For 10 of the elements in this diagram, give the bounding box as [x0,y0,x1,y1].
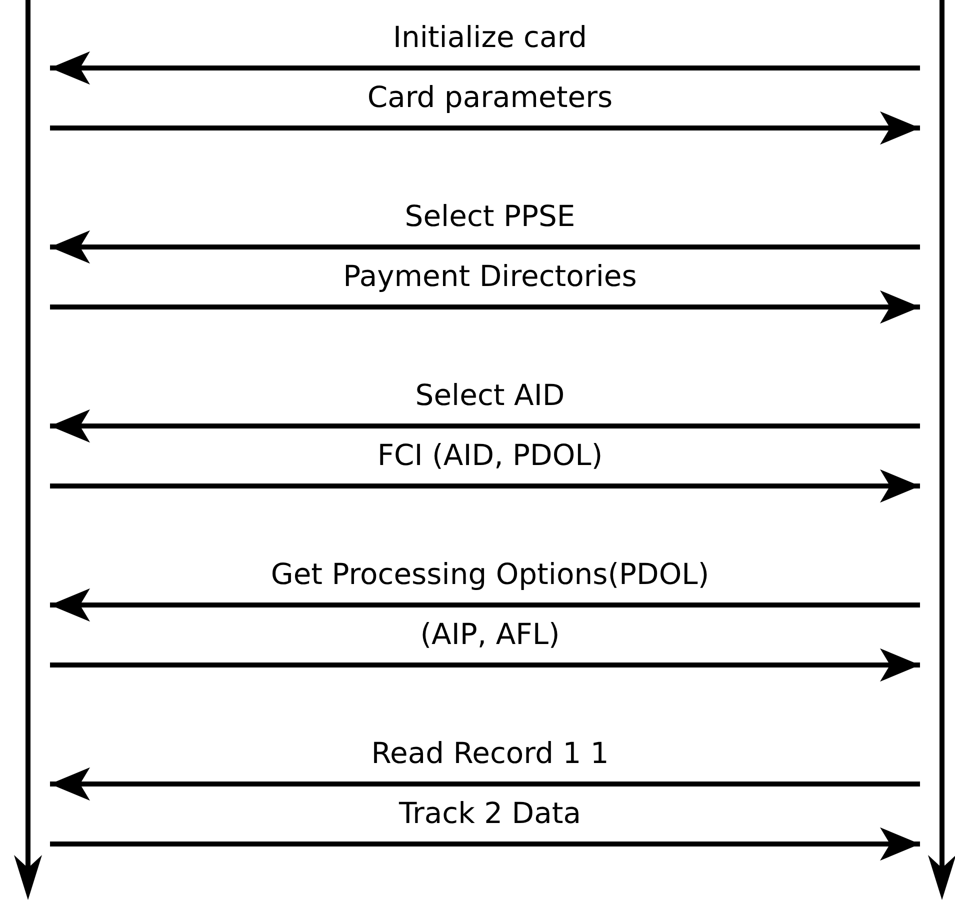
message-arrow [50,230,920,264]
message-arrow [50,290,920,324]
message-arrow [50,409,920,443]
message-arrow [50,469,920,503]
message-arrow [50,111,920,145]
message-arrow [50,648,920,682]
message-arrow [50,588,920,622]
message-arrow [50,767,920,801]
message-arrow [50,51,920,85]
message-arrow [50,827,920,861]
